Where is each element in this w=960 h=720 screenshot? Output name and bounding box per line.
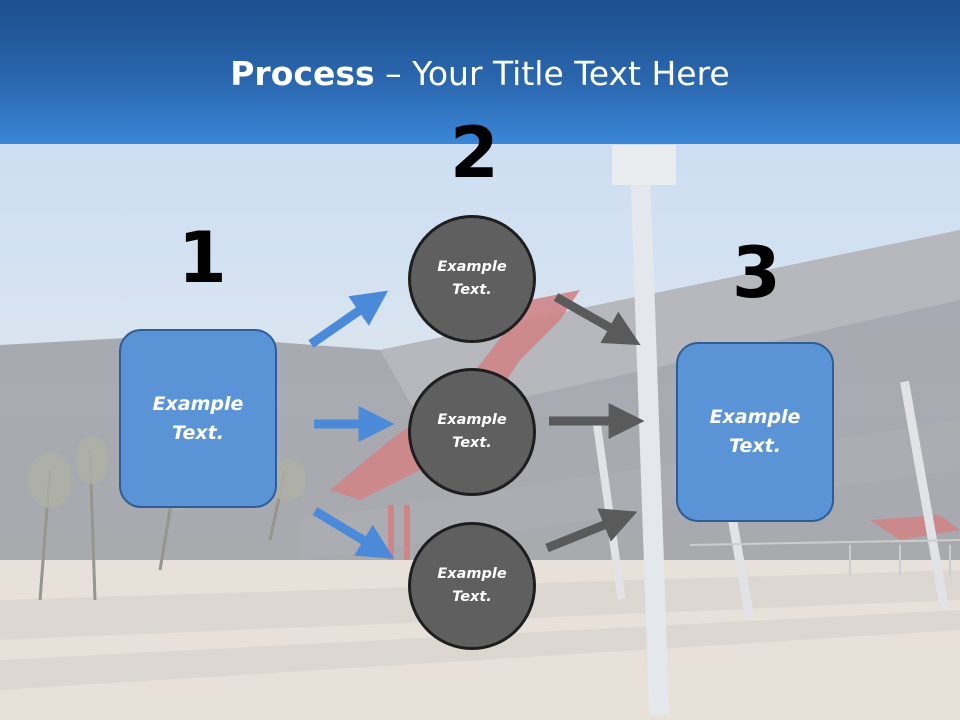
step-number-2: 2: [450, 112, 499, 194]
step-2-circle-bottom: Example Text.: [408, 522, 536, 650]
step-2-circle-top: Example Text.: [408, 215, 536, 343]
step-2-circle-middle: Example Text.: [408, 368, 536, 496]
slide-title: Process – Your Title Text Here: [0, 50, 960, 98]
title-rest: – Your Title Text Here: [374, 54, 730, 93]
header-band: [0, 0, 960, 144]
step-number-3: 3: [732, 232, 781, 314]
step-3-text: Example Text.: [709, 406, 801, 457]
circle-top-text: Example Text.: [437, 259, 507, 298]
step-1-box: Example Text.: [119, 329, 277, 508]
title-bold: Process: [230, 54, 375, 93]
step-3-box: Example Text.: [676, 342, 834, 522]
arrow-gray-up-right: [545, 508, 638, 553]
arrow-up-right: [308, 290, 389, 348]
circle-bottom-text: Example Text.: [437, 566, 507, 605]
step-number-1: 1: [178, 217, 227, 299]
step-1-text: Example Text.: [152, 392, 244, 444]
arrow-gray-down-right: [553, 293, 641, 346]
circle-middle-text: Example Text.: [437, 412, 507, 451]
arrow-down-right: [312, 507, 395, 559]
